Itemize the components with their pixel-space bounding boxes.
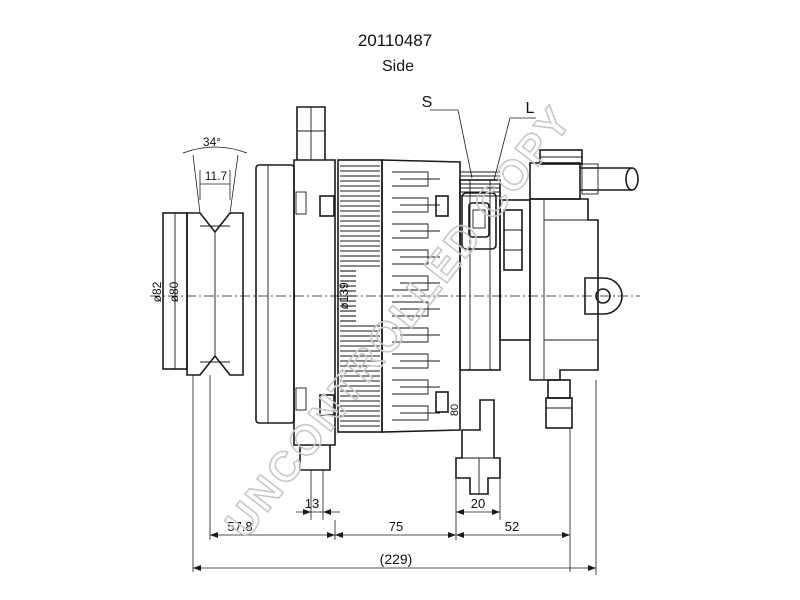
angle-label: 34° (203, 135, 221, 149)
l-terminal-label: L (526, 100, 535, 117)
lower-mounting-foot (455, 399, 501, 495)
small-dimension-label: 80 (449, 404, 461, 416)
dim-13-label: 13 (305, 496, 319, 511)
dim-75-label: 75 (389, 519, 403, 534)
view-label: Side (382, 58, 414, 75)
part-number-title: 20110487 (358, 31, 432, 50)
vacuum-pump (529, 149, 623, 429)
dim-57-8-label: 57.8 (227, 519, 252, 534)
dimension-lines (192, 375, 597, 575)
pulley-inner-diameter-label: ø80 (167, 281, 181, 302)
total-length-label: (229) (380, 551, 413, 567)
pulley-outer-diameter-label: ø82 (150, 281, 164, 302)
dim-52-label: 52 (505, 519, 519, 534)
s-terminal-label: S (422, 94, 433, 111)
body-diameter-label: ø139 (337, 282, 351, 310)
front-housing (255, 106, 336, 471)
dim-20-label: 20 (471, 496, 485, 511)
pulley-width-label: 11.7 (205, 169, 228, 183)
rear-housing (381, 159, 461, 433)
vacuum-outlet-pipe (580, 163, 639, 195)
pulley (162, 212, 244, 376)
connector-plug (461, 192, 497, 250)
uncontrolled-copy-watermark: UNCONTROLLED COPY (216, 96, 582, 546)
stator-core (337, 159, 383, 433)
pulley-groove-angle-dimension (182, 146, 248, 214)
